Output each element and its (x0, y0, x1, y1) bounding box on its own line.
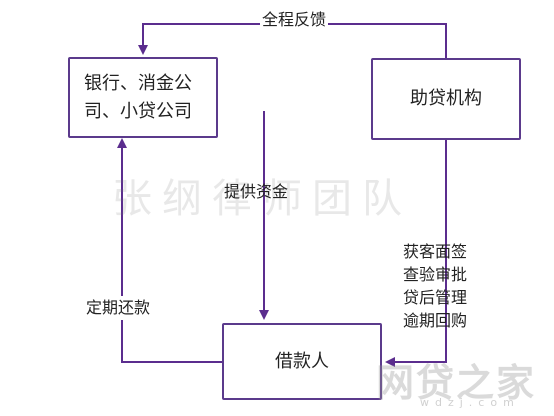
bank-label-line1: 银行、消金公 (84, 73, 192, 94)
bank-label-line2: 司、小贷公司 (84, 101, 192, 122)
funding-label: 提供资金 (224, 182, 289, 201)
service-acquisition: 获客面签 (403, 242, 468, 261)
services-arrow (385, 140, 447, 367)
borrower-node: 借款人 (222, 323, 382, 400)
repayment-label: 定期还款 (86, 296, 151, 320)
bank-node: 银行、消金公 司、小贷公司 (68, 57, 218, 138)
feedback-label: 全程反馈 (260, 8, 329, 32)
agency-label: 助贷机构 (410, 88, 482, 109)
service-review: 查验审批 (403, 265, 468, 284)
service-post-loan: 贷后管理 (403, 288, 468, 307)
services-labels: 获客面签 查验审批 贷后管理 逾期回购 (403, 240, 467, 332)
site-logo: 网贷之家 wdzj.com (376, 352, 554, 416)
watermark-text: 张纲律师团队 (112, 176, 412, 222)
agency-node: 助贷机构 (371, 58, 521, 140)
logo-subtext: wdzj.com (420, 396, 520, 409)
borrower-label: 借款人 (275, 350, 329, 372)
logo-text: 网贷之家 (376, 361, 537, 405)
repayment-arrow (117, 138, 222, 363)
service-buyback: 逾期回购 (403, 311, 468, 330)
